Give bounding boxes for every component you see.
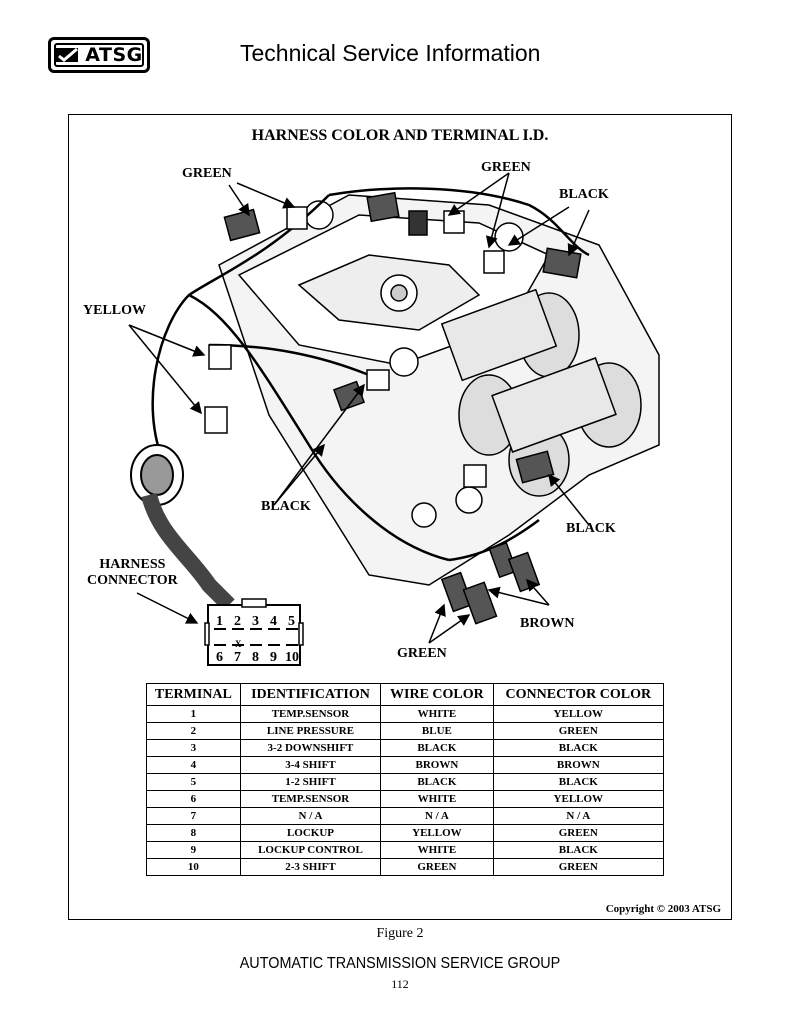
connector-pin-6: 6 [216,650,223,665]
wiring-harness-drawing [151,187,590,562]
valve-body-drawing [218,194,660,586]
checkmark-logo-icon [56,47,79,62]
connector-pin-8: 8 [252,650,259,665]
connector-pin-1: 1 [216,614,223,629]
label-green-left: GREEN [182,166,232,181]
connector-pin-4: 4 [270,614,277,629]
cell-wire-color: WHITE [380,841,494,859]
cell-terminal: 10 [146,858,241,876]
cell-connector-color: BLACK [492,739,665,757]
logo-text: ATSG [85,44,143,66]
cell-wire-color: N / A [380,807,494,825]
atsg-logo: ATSG [48,37,150,73]
cell-terminal: 5 [146,773,241,791]
header-wire-color: WIRE COLOR [380,683,494,706]
label-black-right: BLACK [566,521,616,536]
connector-pin-numbers: 1 2 3 4 5 6 7 8 9 10 X [216,614,299,665]
label-yellow: YELLOW [83,303,147,318]
cell-connector-color: YELLOW [492,790,665,808]
connector-blocks-drawing [204,191,582,625]
label-black-mid: BLACK [261,499,311,514]
cell-terminal: 3 [146,739,241,757]
cell-identification: 3-2 DOWNSHIFT [239,739,382,757]
cell-wire-color: WHITE [380,705,494,723]
cell-identification: LOCKUP [239,824,382,842]
connector-pin-5: 5 [288,614,295,629]
cell-terminal: 1 [146,705,241,723]
valve-body-harness-illustration: 1 2 3 4 5 6 7 8 9 10 X [128,172,660,666]
label-brown: BROWN [520,616,575,631]
table-header-row: TERMINAL IDENTIFICATION WIRE COLOR CONNE… [146,683,665,706]
cell-connector-color: N / A [492,807,665,825]
cell-connector-color: GREEN [492,722,665,740]
cell-connector-color: GREEN [492,824,665,842]
cell-identification: LINE PRESSURE [239,722,382,740]
cell-wire-color: WHITE [380,790,494,808]
cell-identification: N / A [239,807,382,825]
cell-terminal: 7 [146,807,241,825]
cell-connector-color: YELLOW [492,705,665,723]
header-terminal: TERMINAL [146,683,241,706]
cell-terminal: 2 [146,722,241,740]
header-identification: IDENTIFICATION [239,683,382,706]
figure-caption: Figure 2 [376,926,424,941]
cell-wire-color: BLUE [380,722,494,740]
connector-pin-bars [214,628,298,646]
label-harness-connector: HARNESS CONNECTOR [87,557,178,588]
label-black-top: BLACK [559,187,609,202]
page-header-title: Technical Service Information [240,40,541,66]
cell-identification: TEMP.SENSOR [239,790,382,808]
cell-wire-color: YELLOW [380,824,494,842]
cell-connector-color: BROWN [492,756,665,774]
label-green-top: GREEN [481,160,531,175]
cell-identification: 3-4 SHIFT [239,756,382,774]
cell-terminal: 4 [146,756,241,774]
label-green-bottom: GREEN [397,646,447,661]
cell-identification: 1-2 SHIFT [239,773,382,791]
cell-connector-color: GREEN [492,858,665,876]
harness-connector-pinout-box [204,598,304,666]
cell-wire-color: GREEN [380,858,494,876]
connector-pin-10: 10 [285,650,299,665]
cell-identification: LOCKUP CONTROL [239,841,382,859]
page-number: 112 [391,977,409,991]
connector-pin-7: 7 [234,650,241,665]
connector-pin-9: 9 [270,650,277,665]
header-connector-color: CONNECTOR COLOR [492,683,665,706]
terminal-id-table: TERMINAL IDENTIFICATION WIRE COLOR CONNE… [146,683,665,876]
copyright-notice: Copyright © 2003 ATSG [605,903,721,915]
connector-pin-2: 2 [234,614,241,629]
cell-terminal: 6 [146,790,241,808]
figure-frame: HARNESS COLOR AND TERMINAL I.D. [68,114,732,920]
harness-connector-plug-drawing [130,444,235,611]
cell-identification: TEMP.SENSOR [239,705,382,723]
cell-wire-color: BLACK [380,739,494,757]
connector-pin-3: 3 [252,614,259,629]
cell-identification: 2-3 SHIFT [239,858,382,876]
footer-org-name: AUTOMATIC TRANSMISSION SERVICE GROUP [239,955,561,972]
cell-connector-color: BLACK [492,773,665,791]
cell-terminal: 9 [146,841,241,859]
cell-terminal: 8 [146,824,241,842]
cell-wire-color: BLACK [380,773,494,791]
cell-connector-color: BLACK [492,841,665,859]
cell-wire-color: BROWN [380,756,494,774]
figure-title: HARNESS COLOR AND TERMINAL I.D. [251,127,549,144]
callout-arrows [128,172,590,644]
